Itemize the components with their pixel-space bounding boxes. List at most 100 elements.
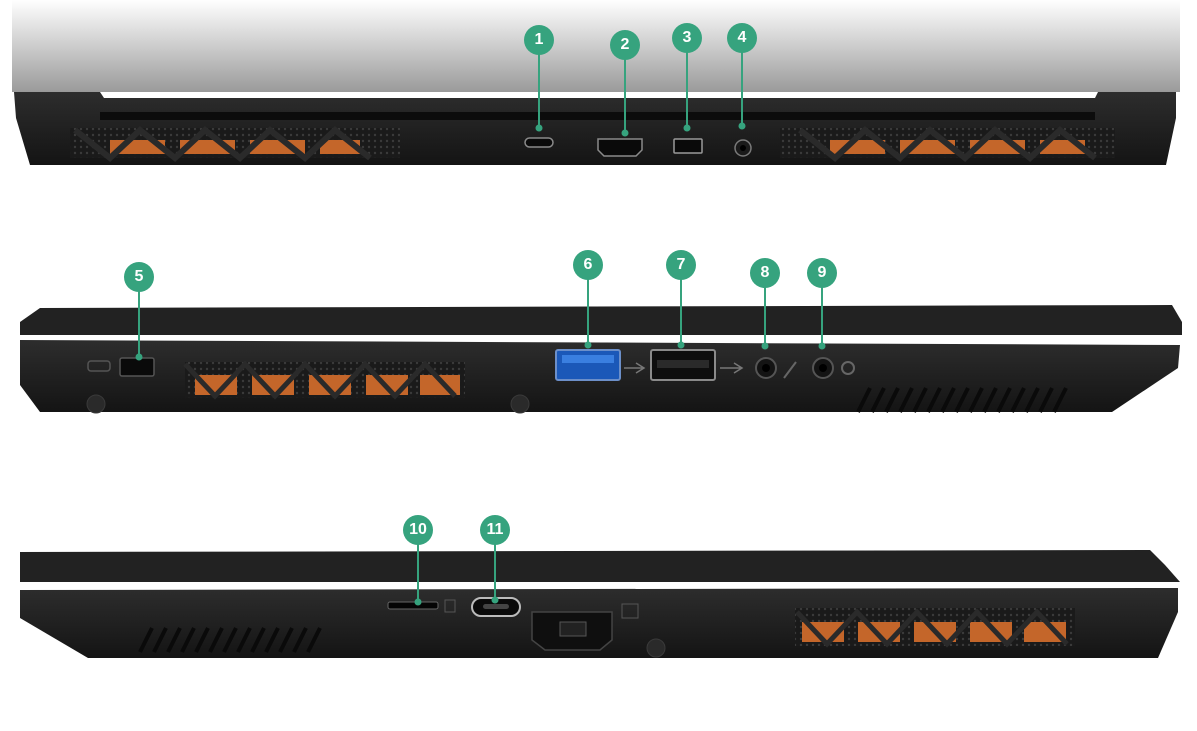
callout-7-end	[677, 341, 685, 349]
left-side-view	[20, 305, 1182, 414]
slit	[152, 627, 168, 653]
usb-a-3-port	[555, 349, 621, 381]
slit	[138, 627, 154, 653]
rear-hinge-strip	[100, 112, 1095, 120]
callout-10-line	[417, 530, 419, 602]
slit	[180, 627, 196, 653]
slit	[968, 387, 984, 413]
callout-9: 9	[807, 258, 837, 288]
foot	[86, 394, 106, 414]
network-icon	[621, 603, 639, 619]
sd-card-icon	[444, 599, 456, 613]
headphone-icon	[841, 361, 855, 375]
left-lid-edge	[20, 305, 1182, 335]
hdmi-port	[597, 138, 643, 157]
slit	[1024, 387, 1040, 413]
jack-hole	[762, 364, 770, 372]
callout-7: 7	[666, 250, 696, 280]
right-side-vent	[795, 608, 1069, 648]
slit	[856, 387, 872, 413]
left-side-slits	[856, 387, 1068, 413]
slit	[940, 387, 956, 413]
callout-10-end	[414, 598, 422, 606]
callout-6-line	[587, 265, 589, 345]
left-side-vent	[183, 360, 460, 400]
slit	[222, 627, 238, 653]
callout-8: 8	[750, 258, 780, 288]
callout-9-end	[818, 342, 826, 350]
callout-10: 10	[403, 515, 433, 545]
slit	[264, 627, 280, 653]
microsd-card-reader	[387, 601, 439, 610]
usb-c-tongue	[483, 604, 509, 609]
right-lid-edge	[20, 550, 1180, 582]
vent-copper	[1024, 622, 1066, 642]
callout-4: 4	[727, 23, 757, 53]
callout-5-line	[138, 277, 140, 357]
vent-zigzag	[73, 126, 372, 162]
lid-back	[12, 0, 1180, 92]
slit	[194, 627, 210, 653]
usb-tongue	[657, 360, 709, 368]
right-side-view	[20, 550, 1180, 658]
slit	[208, 627, 224, 653]
callout-5-end	[135, 353, 143, 361]
callout-6-end	[584, 341, 592, 349]
callout-5: 5	[124, 262, 154, 292]
usb-c-port	[524, 137, 554, 148]
callout-11: 11	[480, 515, 510, 545]
rear-view	[12, 0, 1180, 165]
callout-6: 6	[573, 250, 603, 280]
callout-1-line	[538, 40, 540, 128]
callout-7-line	[680, 265, 682, 345]
callout-2: 2	[610, 30, 640, 60]
dc-pin	[740, 145, 746, 151]
slit	[954, 387, 970, 413]
callout-2-line	[624, 45, 626, 133]
foot	[646, 638, 666, 658]
slit	[1038, 387, 1054, 413]
callout-8-line	[764, 273, 766, 346]
slit	[926, 387, 942, 413]
callout-4-end	[738, 122, 746, 130]
slit	[236, 627, 252, 653]
microphone-icon	[783, 361, 797, 379]
vent-zigzag	[798, 126, 1097, 162]
callout-3-end	[683, 124, 691, 132]
slit	[1010, 387, 1026, 413]
slit	[870, 387, 886, 413]
lock-icon	[87, 360, 111, 372]
callout-11-end	[491, 596, 499, 604]
jack-hole	[819, 364, 827, 372]
callout-3: 3	[672, 23, 702, 53]
usb-icon	[720, 362, 744, 374]
slit	[996, 387, 1012, 413]
slit	[306, 627, 322, 653]
slit	[292, 627, 308, 653]
slit	[982, 387, 998, 413]
right-rear-vent	[798, 126, 1097, 162]
left-rear-vent	[73, 126, 372, 162]
callout-8-end	[761, 342, 769, 350]
callout-4-line	[741, 38, 743, 126]
mini-displayport	[673, 138, 703, 154]
slit	[912, 387, 928, 413]
vent-zigzag	[795, 608, 1069, 648]
usb-tongue	[562, 355, 614, 363]
callout-3-line	[686, 38, 688, 128]
ethernet-socket	[559, 621, 587, 637]
slit	[250, 627, 266, 653]
callout-9-line	[821, 273, 823, 346]
slit	[884, 387, 900, 413]
slit	[898, 387, 914, 413]
usb-icon	[624, 362, 646, 374]
slit	[1052, 387, 1068, 413]
callout-2-end	[621, 129, 629, 137]
slit	[278, 627, 294, 653]
foot	[510, 394, 530, 414]
callout-11-line	[494, 530, 496, 600]
callout-1: 1	[524, 25, 554, 55]
right-side-slits	[138, 627, 322, 653]
